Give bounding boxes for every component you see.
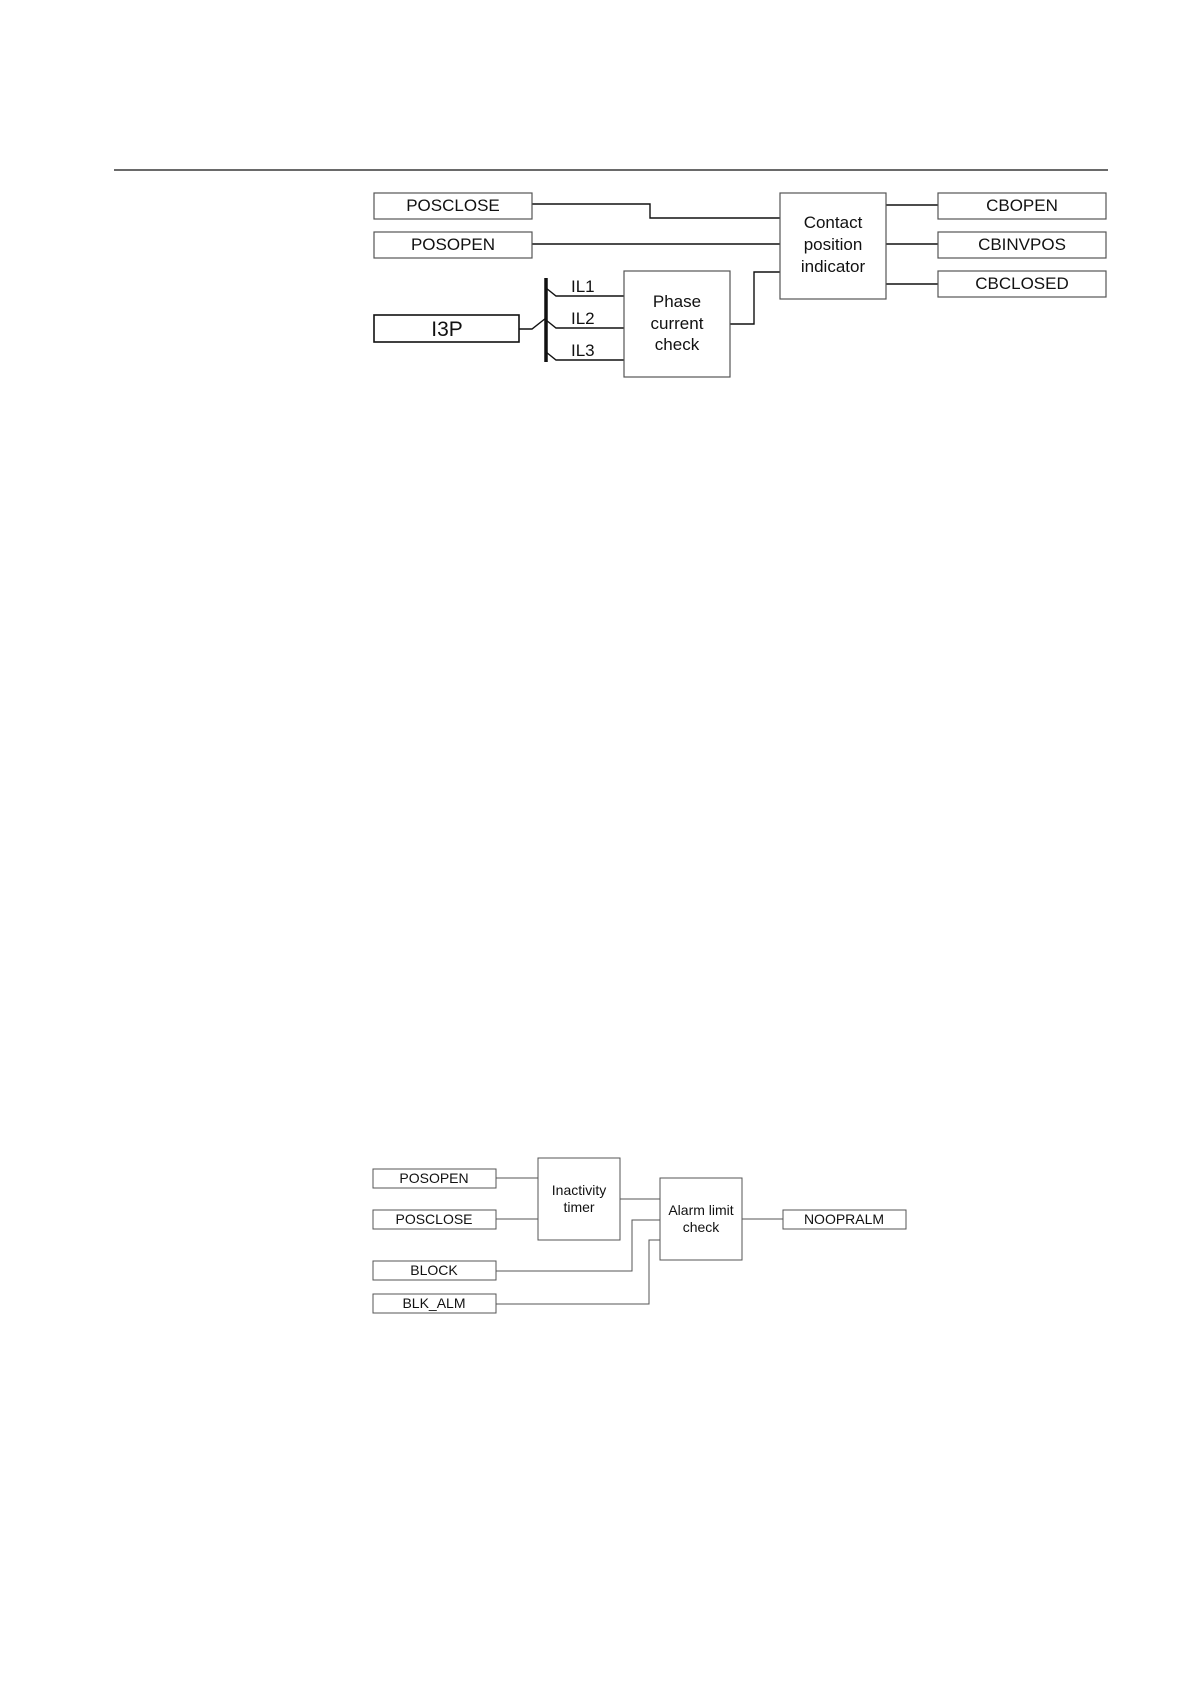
block-contact-line3: indicator — [801, 257, 866, 276]
input-i3p-label: I3P — [431, 318, 463, 341]
input-posopen-label: POSOPEN — [411, 235, 495, 254]
block-contact-line2: position — [804, 235, 863, 254]
block-alarm-line1: Alarm limit — [668, 1202, 733, 1218]
block-contact-line1: Contact — [804, 213, 863, 232]
input-posclose-label: POSCLOSE — [406, 196, 500, 215]
output-cbopen-label: CBOPEN — [986, 196, 1058, 215]
block-alarm-line2: check — [683, 1219, 721, 1235]
input-posopen-2-label: POSOPEN — [399, 1170, 468, 1186]
phase-label-il2: IL2 — [571, 309, 595, 328]
phase-label-il3: IL3 — [571, 341, 595, 360]
input-blk-alm-label: BLK_ALM — [402, 1295, 465, 1311]
output-noopralm-label: NOOPRALM — [804, 1211, 884, 1227]
input-block-label: BLOCK — [410, 1262, 458, 1278]
diagram-operation-alarm: POSOPEN POSCLOSE BLOCK BLK_ALM Inactivit… — [373, 1158, 906, 1313]
block-phase-line1: Phase — [653, 292, 701, 311]
output-cbclosed-label: CBCLOSED — [975, 274, 1069, 293]
block-phase-line2: current — [651, 314, 704, 333]
wire-i3p-to-bus — [519, 318, 546, 329]
block-inactivity-line2: timer — [563, 1199, 594, 1215]
block-phase-line3: check — [655, 335, 700, 354]
wire-phase-to-contact — [730, 272, 780, 324]
phase-label-il1: IL1 — [571, 277, 595, 296]
wire-blk-alm — [496, 1240, 660, 1304]
output-cbinvpos-label: CBINVPOS — [978, 235, 1066, 254]
input-posclose-2-label: POSCLOSE — [395, 1211, 472, 1227]
wire-posclose — [532, 204, 780, 218]
block-inactivity-line1: Inactivity — [552, 1182, 606, 1198]
diagram-contact-position: POSCLOSE POSOPEN I3P IL1 IL2 IL3 Phase c… — [374, 193, 1106, 377]
